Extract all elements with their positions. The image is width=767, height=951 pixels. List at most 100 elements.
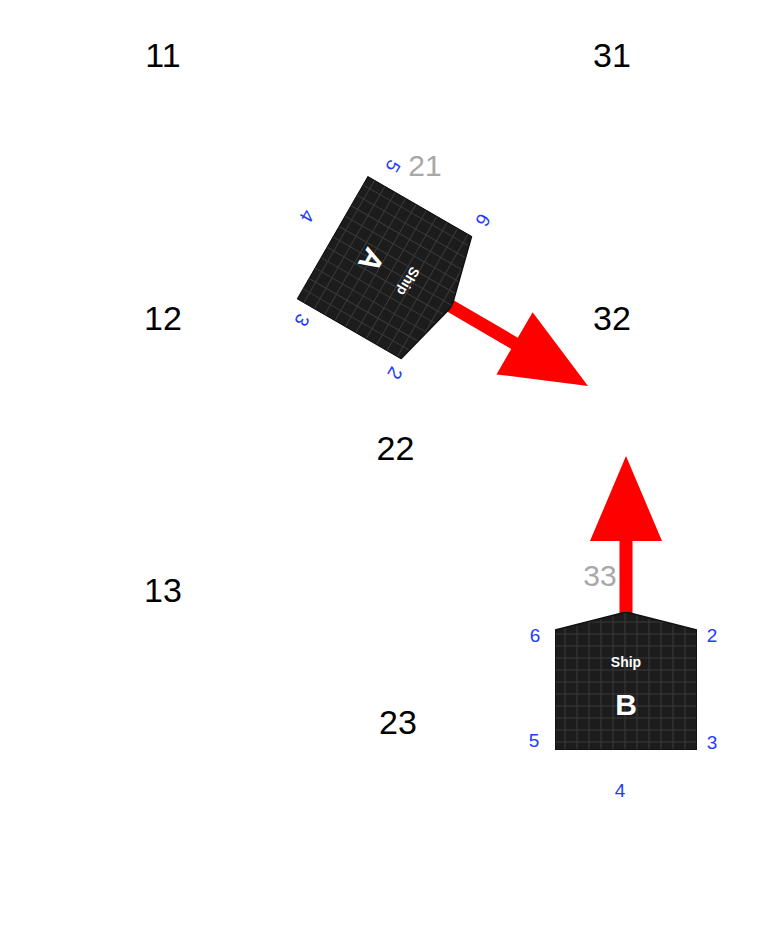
- hex-cell: [473, 817, 767, 951]
- texture-line: [673, 612, 674, 750]
- hex-number-holder: 31: [593, 38, 631, 72]
- hex-number: 32: [593, 301, 631, 335]
- hex-number: 33: [583, 561, 616, 591]
- hex-number: 23: [379, 705, 417, 739]
- facing-number: 2: [707, 626, 718, 645]
- texture-line: [613, 612, 614, 750]
- ship-type: Ship: [611, 655, 641, 669]
- ship-counter: ShipB: [555, 612, 697, 750]
- facing-number: 4: [296, 207, 318, 226]
- hex-number-holder: 11: [145, 38, 180, 72]
- hex-cell: [0, 414, 86, 683]
- movement-arrow: [590, 456, 662, 615]
- texture-line: [555, 646, 697, 647]
- ship-border: [297, 176, 488, 368]
- texture-line: [304, 180, 375, 303]
- texture-line: [366, 216, 437, 339]
- hex-number: 22: [377, 431, 415, 465]
- texture-line: [555, 622, 697, 623]
- hex-cell: [8, 817, 318, 951]
- texture-line: [363, 185, 483, 254]
- facing-number: 6: [530, 626, 541, 645]
- ship-texture: [555, 612, 697, 750]
- facing-number-holder: 6: [530, 626, 541, 645]
- hex-number: 13: [144, 573, 182, 607]
- texture-line: [589, 612, 590, 750]
- hex-border: [241, 146, 551, 415]
- hex-border: [473, 11, 767, 280]
- hex-cell: 13: [8, 548, 318, 817]
- texture-line: [324, 192, 395, 315]
- hex-cell: [241, 0, 551, 146]
- hex-number: 11: [145, 38, 180, 72]
- facing-lines: [241, 146, 767, 817]
- hex-border: [241, 414, 551, 683]
- facing-number-holder: 4: [296, 207, 318, 226]
- ship-hull: [297, 176, 488, 368]
- facing-number-holder: 5: [382, 157, 404, 176]
- hex-cell: [473, 0, 767, 11]
- hex-cell: 22: [241, 414, 551, 683]
- texture-line: [601, 612, 602, 750]
- texture-line: [408, 240, 479, 363]
- texture-line: [376, 222, 447, 345]
- facing-number: 5: [382, 157, 404, 176]
- texture-line: [565, 612, 566, 750]
- ship-text-holder: Ship: [611, 654, 641, 670]
- texture-line: [356, 210, 427, 333]
- hex-number-holder: 21: [408, 151, 441, 181]
- hex-number: 31: [593, 38, 631, 72]
- ship-counter: ShipA: [297, 176, 488, 368]
- ship-shape: [297, 176, 488, 368]
- texture-line: [555, 634, 697, 635]
- facing-number: 2: [384, 364, 406, 383]
- hex-border: [473, 548, 767, 817]
- facing-number-holder: 3: [291, 311, 313, 330]
- ship-border: [555, 612, 697, 750]
- hex-border: [8, 280, 318, 549]
- texture-line: [625, 612, 626, 750]
- ship-letter: B: [615, 690, 637, 720]
- hex-number-holder: 12: [144, 301, 182, 335]
- texture-line: [303, 289, 423, 358]
- texture-line: [555, 682, 697, 683]
- hex-cell: [0, 0, 86, 146]
- texture-line: [555, 742, 697, 743]
- hex-cell: [706, 0, 767, 146]
- facing-number-holder: 6: [472, 211, 494, 230]
- texture-line: [637, 612, 638, 750]
- facing-number: 5: [529, 731, 540, 750]
- hex-number: 12: [144, 301, 182, 335]
- facing-number-holder: 3: [707, 733, 718, 752]
- hex-number-holder: 23: [379, 705, 417, 739]
- ship-hull: [555, 612, 697, 750]
- texture-line: [685, 612, 686, 750]
- hex-cell: [0, 146, 86, 415]
- hex-cell: 11: [8, 11, 318, 280]
- hex-border: [8, 548, 318, 817]
- texture-line: [387, 228, 458, 351]
- hex-cell: 23: [241, 683, 551, 951]
- facing-number-holder: 4: [615, 781, 626, 800]
- facing-number-holder: 2: [384, 364, 406, 383]
- facing-number: 3: [291, 311, 313, 330]
- facing-number: 3: [707, 733, 718, 752]
- texture-line: [335, 198, 406, 321]
- facing-number: 6: [472, 211, 494, 230]
- ship-shape: [555, 612, 697, 750]
- ship-texture: [297, 176, 488, 368]
- hex-number: 21: [408, 151, 441, 181]
- hex-cell: 31: [473, 11, 767, 280]
- hex-cell: [706, 146, 767, 415]
- facing-number: 4: [615, 781, 626, 800]
- facing-number-holder: 5: [529, 731, 540, 750]
- hex-border: [473, 280, 767, 549]
- texture-line: [333, 237, 453, 306]
- ship-text-holder: B: [615, 690, 637, 720]
- texture-line: [314, 186, 385, 309]
- texture-line: [577, 612, 578, 750]
